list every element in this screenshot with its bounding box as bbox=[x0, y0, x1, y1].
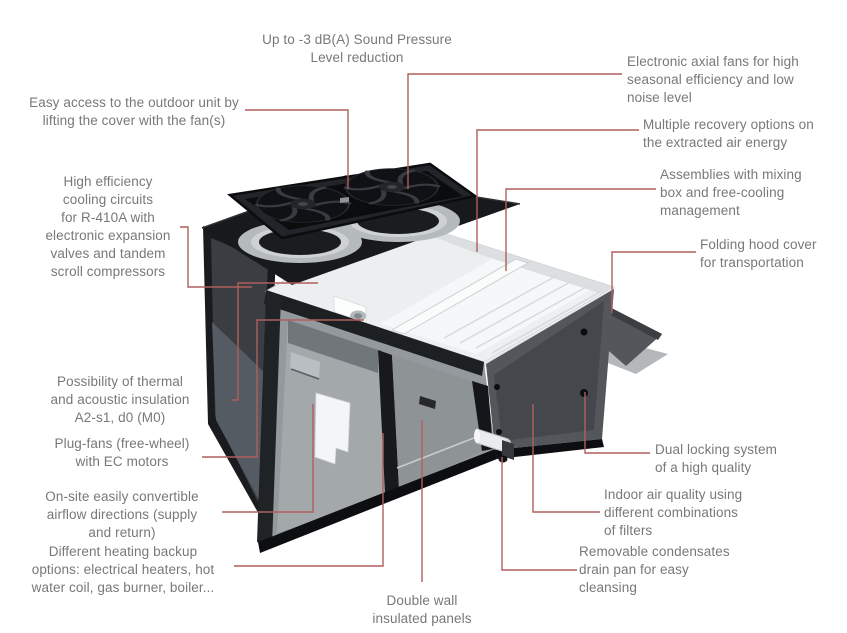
label-plug-fans: Plug-fans (free-wheel) with EC motors bbox=[54, 436, 190, 469]
base-rail bbox=[495, 439, 604, 459]
panel-1-band bbox=[288, 320, 378, 373]
leader-lines bbox=[180, 73, 696, 582]
axial-fan bbox=[343, 168, 441, 206]
label-dual-locking: Dual locking system of a high quality bbox=[655, 442, 777, 475]
label-double-wall: Double wall insulated panels bbox=[372, 593, 472, 626]
label-condensates: Removable condensates drain pan for easy… bbox=[579, 544, 730, 595]
white-access-cutout bbox=[314, 392, 351, 465]
label-folding-hood: Folding hood cover for transportation bbox=[700, 237, 817, 270]
label-heating-backup: Different heating backup options: electr… bbox=[31, 544, 215, 595]
leader-heating-backup bbox=[234, 433, 384, 567]
coil-line bbox=[443, 275, 557, 339]
base-rail bbox=[258, 449, 497, 553]
label-easy-access: Easy access to the outdoor unit by lifti… bbox=[29, 95, 239, 128]
tub-back-wall bbox=[392, 218, 614, 294]
leader-assemblies bbox=[505, 188, 656, 271]
panel-1-recess bbox=[290, 352, 320, 379]
leader-thermal-insulation bbox=[232, 282, 318, 401]
leader-condensates bbox=[501, 457, 577, 571]
panel-2-handle bbox=[419, 396, 436, 409]
leader-easy-access bbox=[245, 109, 349, 189]
leader-recovery bbox=[476, 129, 639, 252]
label-sound-pressure: Up to -3 dB(A) Sound Pressure Level redu… bbox=[262, 32, 452, 65]
coil-line bbox=[475, 285, 589, 349]
right-end-face bbox=[486, 289, 614, 459]
leader-indoor-air bbox=[532, 404, 600, 513]
condenser-section bbox=[203, 226, 276, 525]
label-thermal-insulation: Possibility of thermal and acoustic insu… bbox=[50, 374, 190, 425]
fan-shroud bbox=[238, 221, 362, 263]
leader-dual-locking bbox=[584, 392, 650, 454]
panel-2 bbox=[392, 355, 482, 489]
front-top-frame bbox=[264, 290, 484, 376]
tray-sticker bbox=[340, 197, 349, 203]
label-indoor-air: Indoor air quality using different combi… bbox=[604, 487, 743, 538]
locking-knob bbox=[494, 384, 500, 390]
locking-knob bbox=[580, 389, 588, 397]
divider-wall bbox=[390, 258, 530, 335]
coil-line bbox=[459, 280, 573, 344]
axial-fan bbox=[254, 185, 352, 223]
leader-airflow bbox=[222, 404, 314, 513]
coil-line bbox=[491, 291, 601, 354]
leader-high-efficiency bbox=[180, 226, 252, 288]
label-axial-fans: Electronic axial fans for high seasonal … bbox=[627, 54, 799, 105]
filter-panel bbox=[494, 301, 604, 441]
locking-knob bbox=[580, 328, 588, 336]
locking-knob bbox=[496, 429, 502, 435]
leader-plug-fans bbox=[202, 319, 364, 458]
front-left-post bbox=[257, 290, 281, 546]
leader-folding-hood bbox=[611, 251, 696, 313]
label-assemblies: Assemblies with mixing box and free-cool… bbox=[660, 167, 802, 218]
drain-pan-fitting bbox=[474, 428, 514, 463]
label-recovery: Multiple recovery options on the extract… bbox=[643, 117, 814, 150]
leader-axial-fans bbox=[407, 73, 622, 189]
label-high-efficiency: High efficiency cooling circuits for R-4… bbox=[45, 174, 171, 279]
label-airflow: On-site easily convertible airflow direc… bbox=[45, 489, 199, 540]
